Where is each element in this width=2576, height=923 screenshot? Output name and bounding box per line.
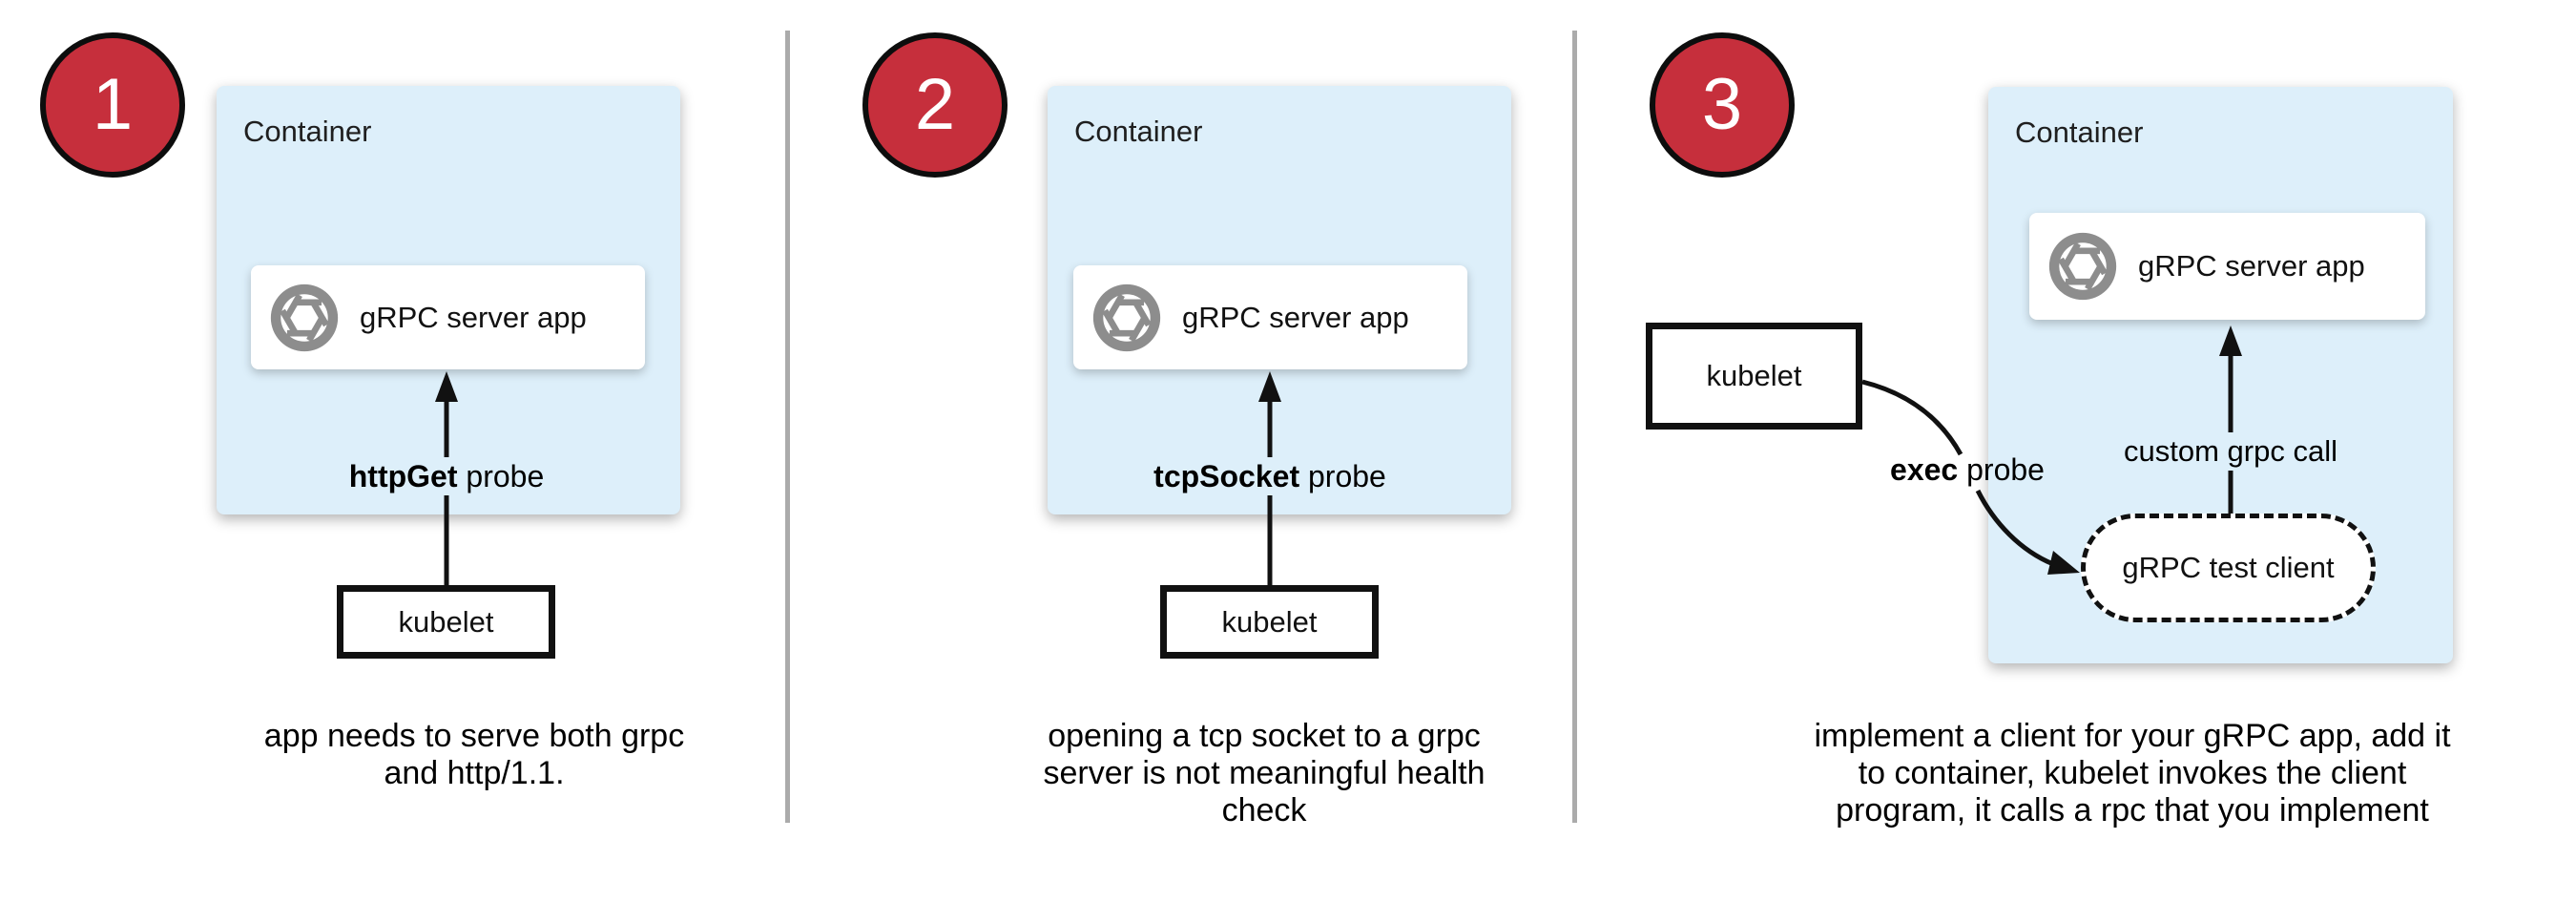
kubelet-box-1: kubelet xyxy=(337,585,555,659)
grpc-server-app-box-1: gRPC server app xyxy=(251,265,645,369)
probe-type: exec xyxy=(1890,452,1959,487)
kubelet-label: kubelet xyxy=(398,604,494,639)
caption-line: server is not meaningful health xyxy=(1043,755,1485,791)
step-badge-3: 3 xyxy=(1650,32,1795,178)
grpc-test-client-label: gRPC test client xyxy=(2122,551,2335,584)
aperture-icon xyxy=(2048,232,2117,301)
custom-grpc-call-label: custom grpc call xyxy=(2116,432,2345,471)
probe-type: httpGet xyxy=(348,459,458,493)
step-badge-2: 2 xyxy=(862,32,1008,178)
grpc-server-app-label: gRPC server app xyxy=(1182,300,1409,334)
tcpsocket-probe-label: tcpSocket probe xyxy=(1127,457,1413,495)
kubelet-label: kubelet xyxy=(1706,359,1802,392)
kubelet-box-2: kubelet xyxy=(1160,585,1379,659)
grpc-server-app-label: gRPC server app xyxy=(360,300,587,334)
probe-word: probe xyxy=(457,459,545,493)
container-label: Container xyxy=(1074,115,1203,148)
probe-type: tcpSocket xyxy=(1153,459,1300,493)
grpc-server-app-label: gRPC server app xyxy=(2138,249,2365,283)
grpc-server-app-box-3: gRPC server app xyxy=(2029,213,2425,320)
step-number: 1 xyxy=(92,64,134,145)
caption-line: implement a client for your gRPC app, ad… xyxy=(1814,718,2451,754)
caption-line: and http/1.1. xyxy=(384,755,565,791)
caption-2: opening a tcp socket to a grpc server is… xyxy=(930,718,1598,829)
caption-1: app needs to serve both grpc and http/1.… xyxy=(140,718,808,792)
caption-line: check xyxy=(1221,792,1307,829)
probe-word: probe xyxy=(1958,452,2045,487)
caption-3: implement a client for your gRPC app, ad… xyxy=(1789,718,2476,829)
probe-word: probe xyxy=(1299,459,1386,493)
step-number: 3 xyxy=(1701,64,1743,145)
grpc-test-client-oval: gRPC test client xyxy=(2081,514,2376,622)
caption-line: opening a tcp socket to a grpc xyxy=(1048,718,1481,754)
container-label: Container xyxy=(2015,115,2144,149)
aperture-icon xyxy=(1092,283,1161,351)
kubelet-label: kubelet xyxy=(1221,604,1318,639)
aperture-icon xyxy=(270,283,339,351)
panel-divider-1 xyxy=(785,31,790,823)
httpget-probe-label: httpGet probe xyxy=(303,457,590,495)
kubelet-box-3: kubelet xyxy=(1646,323,1862,430)
caption-line: program, it calls a rpc that you impleme… xyxy=(1836,792,2429,829)
step-number: 2 xyxy=(914,64,956,145)
caption-line: app needs to serve both grpc xyxy=(263,718,685,754)
container-label: Container xyxy=(243,115,372,148)
exec-probe-label: exec probe xyxy=(1853,451,2082,489)
caption-line: to container, kubelet invokes the client xyxy=(1858,755,2407,791)
panel-divider-2 xyxy=(1572,31,1577,823)
step-badge-1: 1 xyxy=(40,32,185,178)
grpc-server-app-box-2: gRPC server app xyxy=(1073,265,1467,369)
